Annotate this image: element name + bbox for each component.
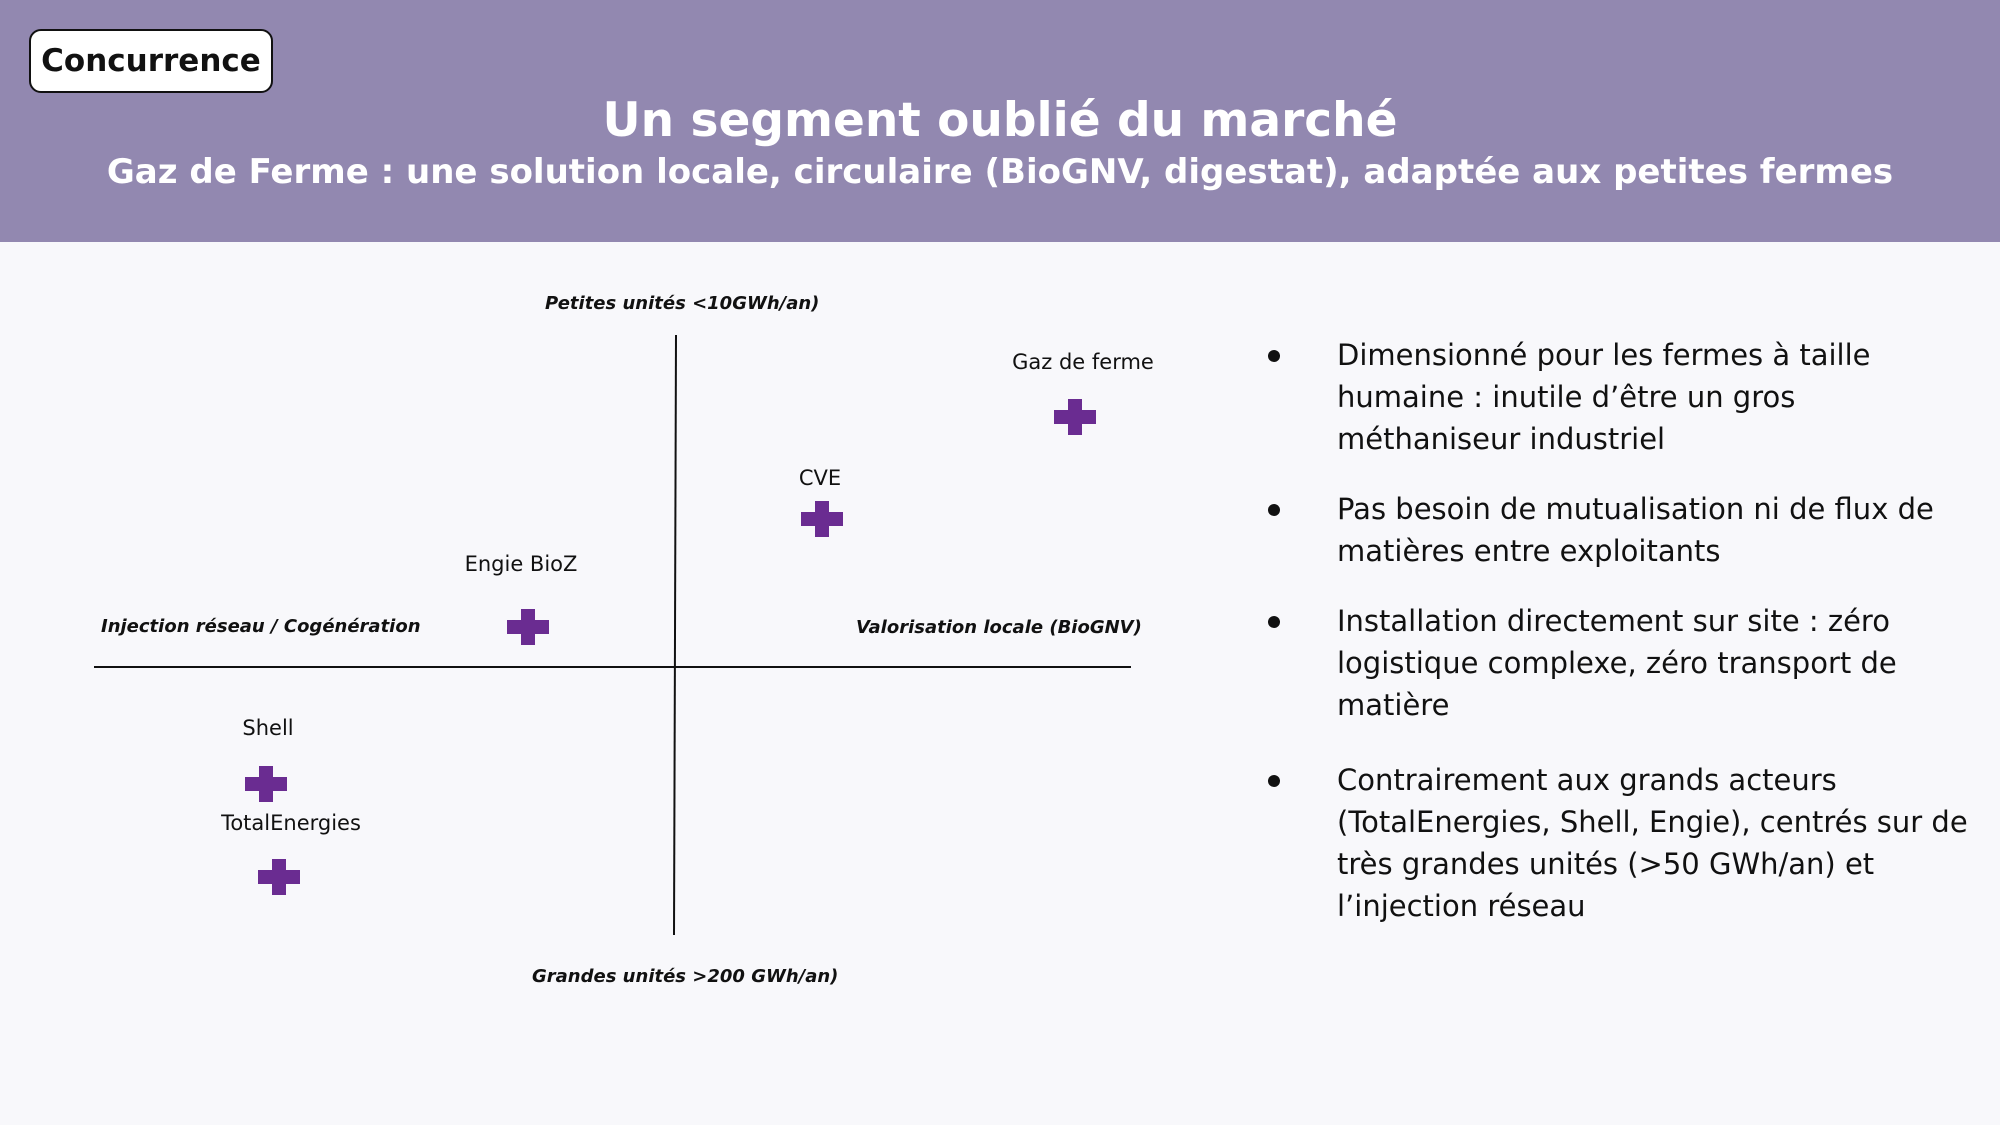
bullet-item: Dimensionné pour les fermes à taille hum… bbox=[1260, 334, 1977, 460]
bullet-dot-icon bbox=[1268, 350, 1280, 362]
page-title: Un segment oublié du marché bbox=[602, 93, 1398, 148]
page-subtitle: Gaz de Ferme : une solution locale, circ… bbox=[106, 152, 1894, 192]
plus-marker-icon bbox=[245, 766, 287, 802]
point-label-cve: CVE bbox=[798, 466, 842, 490]
bullet-text: Contrairement aux grands acteurs (TotalE… bbox=[1337, 763, 1968, 923]
point-label-engie-bioz: Engie BioZ bbox=[464, 552, 578, 576]
point-label-gaz-de-ferme: Gaz de ferme bbox=[1012, 350, 1154, 374]
plus-marker-icon bbox=[801, 501, 843, 537]
plus-marker-icon bbox=[1054, 399, 1096, 435]
axis-right-label: Valorisation locale (BioGNV) bbox=[856, 617, 1142, 638]
vertical-axis bbox=[673, 334, 677, 936]
section-badge: Concurrence bbox=[29, 29, 273, 93]
bullet-dot-icon bbox=[1268, 504, 1280, 516]
axis-top-label: Petites unités <10GWh/an) bbox=[545, 293, 820, 314]
bullet-text: Dimensionné pour les fermes à taille hum… bbox=[1337, 338, 1871, 456]
bullet-text: Pas besoin de mutualisation ni de flux d… bbox=[1337, 492, 1934, 568]
bullet-item: Contrairement aux grands acteurs (TotalE… bbox=[1260, 759, 1977, 927]
point-label-totalenergies: TotalEnergies bbox=[221, 811, 361, 835]
matrix-axes bbox=[94, 334, 1131, 936]
bullet-item: Pas besoin de mutualisation ni de flux d… bbox=[1260, 488, 1977, 572]
point-label-shell: Shell bbox=[242, 716, 294, 740]
bullet-item: Installation directement sur site : zéro… bbox=[1260, 600, 1977, 726]
bullet-dot-icon bbox=[1268, 775, 1280, 787]
plus-marker-icon bbox=[258, 859, 300, 895]
bullet-text: Installation directement sur site : zéro… bbox=[1337, 604, 1897, 722]
positioning-matrix: Petites unités <10GWh/an) Grandes unités… bbox=[0, 242, 1200, 1125]
bullet-dot-icon bbox=[1268, 616, 1280, 628]
plus-marker-icon bbox=[507, 609, 549, 645]
axis-bottom-label: Grandes unités >200 GWh/an) bbox=[532, 966, 839, 987]
header-banner: Concurrence Un segment oublié du marché … bbox=[0, 0, 2000, 242]
axis-left-label: Injection réseau / Cogénération bbox=[101, 616, 421, 637]
